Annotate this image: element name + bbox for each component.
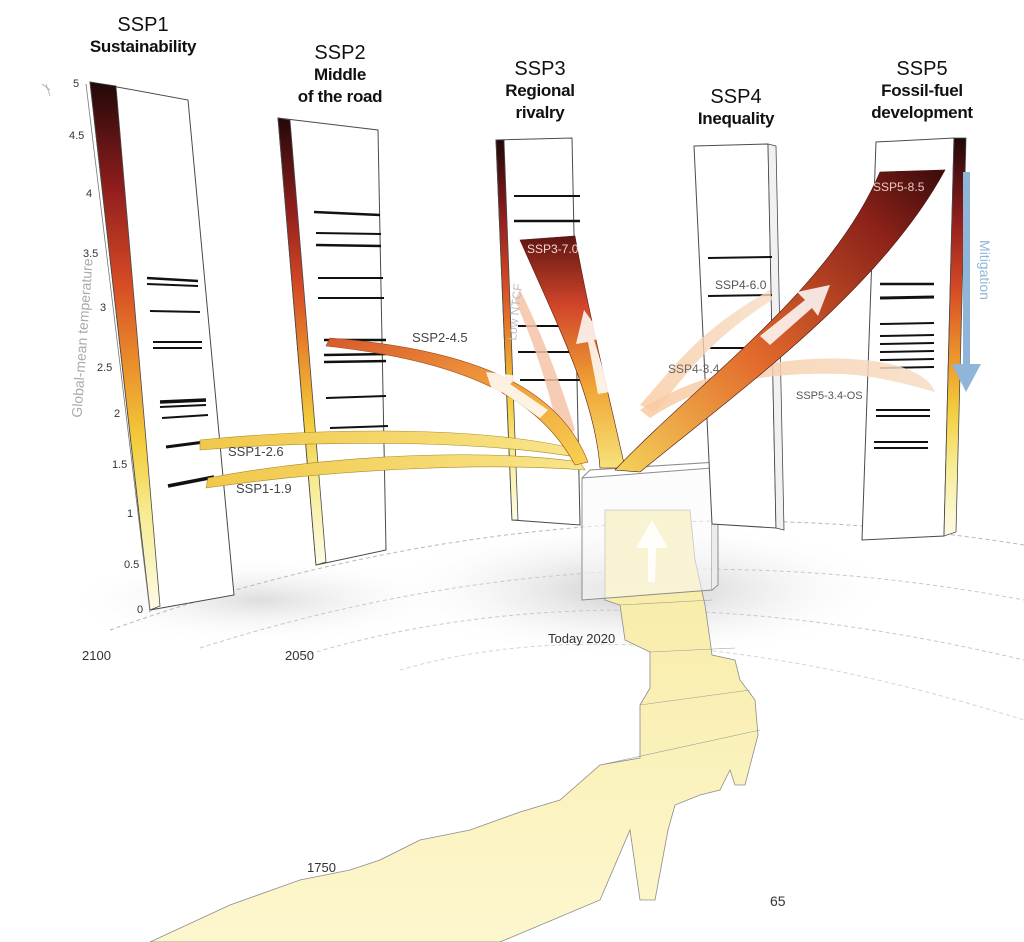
arrow-ssp5-icon <box>760 285 830 345</box>
ssp5-code: SSP5 <box>896 58 948 80</box>
label-ssp5-34os: SSP5-3.4-OS <box>796 390 863 402</box>
ribbon-ssp1-19 <box>205 454 586 489</box>
ring-2035 <box>399 643 1024 721</box>
tick-3: 3 <box>100 302 107 314</box>
ssp2-name-line2: of the road <box>297 87 383 106</box>
ribbon-ssp4-34 <box>640 290 772 412</box>
ssp2-code: SSP2 <box>314 42 366 64</box>
ssp5-name-line1: Fossil-fuel <box>881 81 963 100</box>
ssp1-code: SSP1 <box>117 14 169 36</box>
ribbon-low-ntcf <box>515 290 575 440</box>
tick-2.5: 2.5 <box>97 362 113 374</box>
ssp2-name-line1: Middle <box>313 65 367 84</box>
ssp3-code: SSP3 <box>514 58 566 80</box>
tick-1.5: 1.5 <box>112 459 128 471</box>
ribbon-ssp3-70 <box>519 235 626 469</box>
label-ssp2-45: SSP2-4.5 <box>412 330 468 345</box>
trend-arrows <box>486 285 830 582</box>
tick-3.5: 3.5 <box>83 248 99 260</box>
tick-5: 5 <box>73 78 80 90</box>
today-label: Today 2020 <box>548 631 616 646</box>
label-ssp4-60: SSP4-6.0 <box>715 278 767 292</box>
ssp3-title: SSP3 Regional rivalry <box>480 58 600 124</box>
year-1750: 1750 <box>307 860 336 875</box>
mitigation-arrow-icon <box>952 172 981 392</box>
tick-0.5: 0.5 <box>124 559 140 571</box>
ssp3-name-line2: rivalry <box>515 103 565 122</box>
ssp5-title: SSP5 Fossil-fuel development <box>858 58 986 124</box>
pillar-ssp1 <box>89 81 235 611</box>
ssp3-name-line1: Regional <box>505 81 575 100</box>
year-2050: 2050 <box>285 648 314 663</box>
ssp5-name-line2: development <box>871 103 973 122</box>
year-2100: 2100 <box>82 648 111 663</box>
scenario-ticks <box>146 195 935 488</box>
ribbon-ssp2-45 <box>325 337 589 466</box>
tick-0: 0 <box>137 604 144 616</box>
ssp4-name: Inequality <box>697 109 775 128</box>
label-ssp4-34: SSP4-3.4 <box>668 362 720 376</box>
tick-4: 4 <box>86 188 93 200</box>
page-number: 65 <box>770 893 786 909</box>
tick-4.5: 4.5 <box>69 130 85 142</box>
tick-1: 1 <box>127 508 134 520</box>
ssp2-title: SSP2 Middle of the road <box>280 42 400 108</box>
arrow-ssp2-icon <box>486 372 548 418</box>
ribbon-ssp1-26 <box>199 430 583 459</box>
mitigation-label: Mitigation <box>977 240 993 300</box>
arrow-today-icon <box>636 520 668 582</box>
arrow-ssp3-icon <box>576 310 610 394</box>
ssp4-title: SSP4 Inequality <box>676 86 796 130</box>
ssp4-code: SSP4 <box>710 86 762 108</box>
tick-2: 2 <box>114 408 121 420</box>
temperature-axis <box>41 83 151 613</box>
label-ssp1-19: SSP1-1.9 <box>236 481 292 496</box>
label-ssp5-85: SSP5-8.5 <box>873 180 925 194</box>
historical-steps <box>599 599 761 766</box>
ribbon-ssp5-34os <box>640 358 935 418</box>
label-ssp3-70: SSP3-7.0 <box>527 242 579 256</box>
ssp1-name: Sustainability <box>89 37 197 56</box>
label-ssp1-26: SSP1-2.6 <box>228 444 284 459</box>
ssp1-title: SSP1 Sustainability <box>78 14 208 58</box>
